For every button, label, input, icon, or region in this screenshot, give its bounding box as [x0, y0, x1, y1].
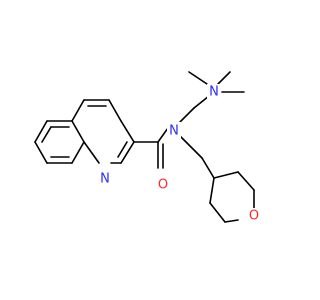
carbonyl-oxygen-label: O [158, 178, 168, 193]
pyridine-ring [71, 99, 135, 164]
dimethylamino-nitrogen-label: N [209, 85, 219, 100]
bond [201, 157, 215, 179]
bond [224, 219, 239, 223]
quinoline-nitrogen-label: N [100, 172, 110, 187]
bond [179, 135, 203, 159]
bond [34, 141, 48, 164]
bond [188, 71, 208, 85]
amide-group [133, 127, 169, 169]
structure-drawing: N O N N O [34, 71, 261, 224]
double-bond-inner [41, 126, 52, 143]
atom-labels: N O N N O [98, 84, 261, 224]
bond [83, 141, 100, 164]
bond [120, 141, 135, 164]
bond [193, 95, 210, 109]
bond [209, 177, 215, 204]
bond [120, 120, 135, 143]
amide-nitrogen-label: N [169, 124, 179, 139]
bond [179, 107, 195, 123]
bond [71, 99, 85, 122]
pyran-oxygen-label: O [249, 209, 259, 224]
label-background [207, 84, 221, 100]
dimethylaminoethyl-chain [179, 71, 245, 123]
label-background [167, 122, 181, 138]
bond [237, 171, 255, 191]
bond [157, 127, 169, 143]
double-bond-inner [117, 141, 128, 158]
bond [213, 171, 239, 179]
bond [71, 141, 85, 164]
molecule-diagram: N O N N O [34, 71, 261, 224]
label-background [98, 171, 112, 187]
bond [34, 120, 48, 143]
bond [217, 71, 231, 85]
benzene-ring [34, 120, 85, 164]
bond [71, 120, 85, 143]
oxane-ring [179, 135, 255, 223]
label-background [247, 208, 261, 224]
bond [209, 202, 226, 223]
label-background [156, 176, 170, 192]
bond [108, 99, 122, 122]
